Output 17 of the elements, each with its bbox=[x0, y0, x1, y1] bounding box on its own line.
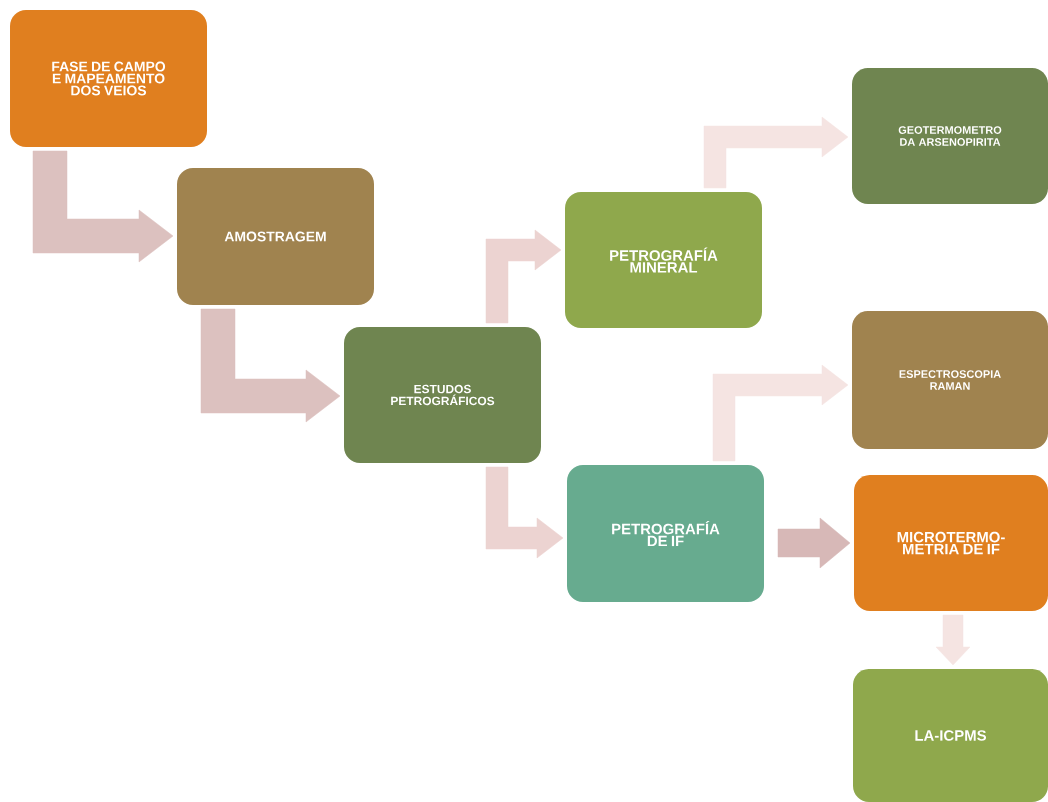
block-arrow bbox=[32, 150, 174, 263]
process-box: PETROGRAFÍA MINERAL bbox=[565, 192, 762, 328]
block-arrow bbox=[703, 116, 849, 189]
process-box: ESTUDOS PETROGRÁFICOS bbox=[344, 327, 541, 463]
process-box: AMOSTRAGEM bbox=[177, 168, 374, 305]
process-box: LA-ICPMS bbox=[853, 669, 1048, 802]
block-arrow bbox=[200, 308, 341, 423]
process-box: FASE DE CAMPO E MAPEAMENTO DOS VEIOS bbox=[10, 10, 207, 147]
block-arrow bbox=[777, 517, 851, 569]
block-arrow bbox=[485, 466, 564, 559]
block-arrow bbox=[485, 229, 562, 324]
process-box: PETROGRAFÍA DE IF bbox=[567, 465, 764, 602]
process-box: ESPECTROSCOPIA RAMAN bbox=[852, 311, 1048, 449]
process-box: GEOTERMOMETRO DA ARSENOPIRITA bbox=[852, 68, 1048, 204]
block-arrow bbox=[712, 364, 849, 462]
process-box: MICROTERMO- METRIA DE IF bbox=[854, 475, 1048, 611]
block-arrow bbox=[935, 614, 971, 666]
